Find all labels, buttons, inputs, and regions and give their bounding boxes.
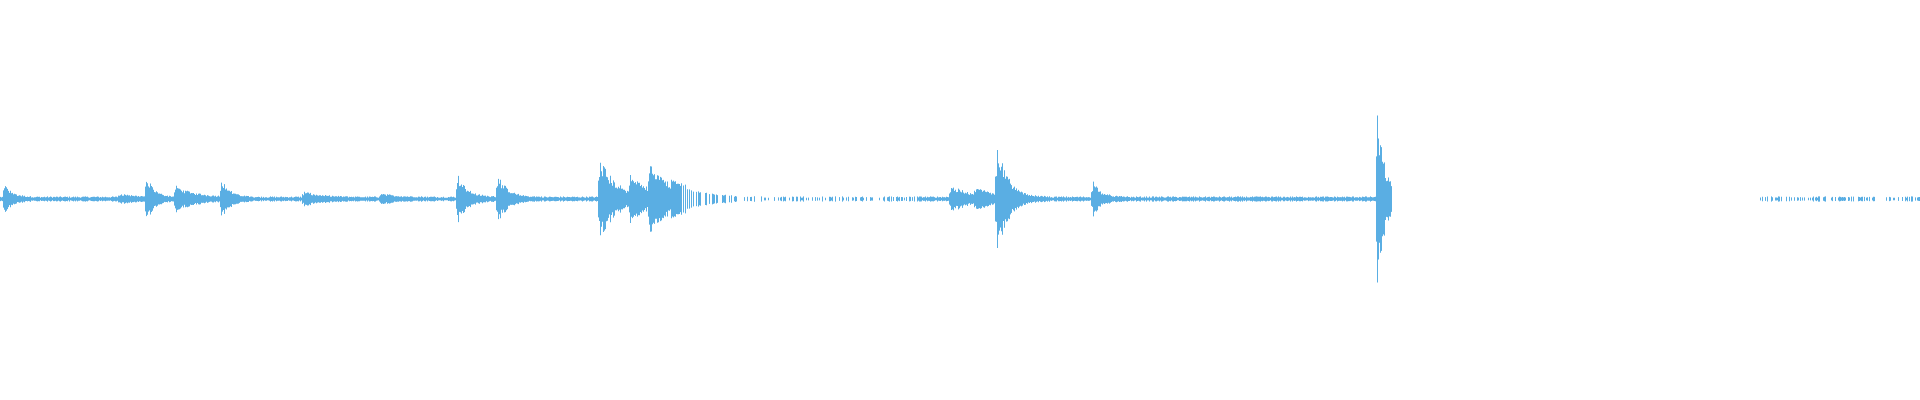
waveform-path — [0, 115, 1920, 283]
waveform-bars — [0, 115, 1920, 283]
